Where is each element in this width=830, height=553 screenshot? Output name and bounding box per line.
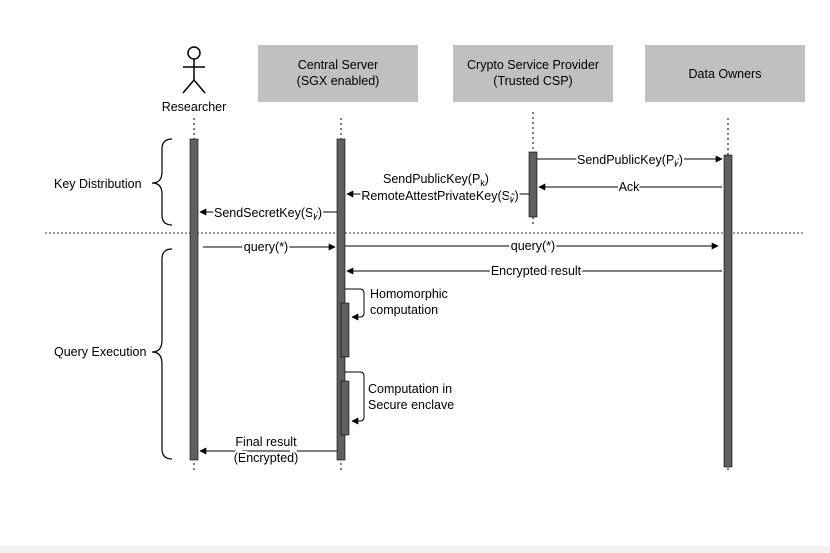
msg-secure-enclave-arrow bbox=[345, 371, 365, 425]
msg-secure-enclave-line1: Computation in bbox=[368, 382, 452, 396]
csp-activation bbox=[528, 151, 538, 218]
data-owners-header: Data Owners bbox=[645, 45, 805, 102]
msg-homomorphic-arrow bbox=[345, 288, 365, 321]
msg-homomorphic-line2: computation bbox=[370, 303, 438, 317]
bottom-strip bbox=[0, 546, 830, 553]
enclave-activation bbox=[340, 380, 350, 436]
csp-title: Crypto Service Provider bbox=[467, 58, 599, 72]
msg-query-to-server-label: query(*) bbox=[244, 240, 288, 254]
query-execution-label: Query Execution bbox=[54, 345, 146, 359]
csp-header: Crypto Service Provider (Trusted CSP) bbox=[453, 45, 613, 102]
msg-send-pk-to-server-label: SendPublicKey(Pk) bbox=[383, 172, 489, 188]
query-execution-brace bbox=[151, 248, 173, 460]
researcher-activation bbox=[189, 138, 199, 461]
msg-ack-label: Ack bbox=[619, 180, 641, 194]
msg-encrypted-result-label: Encrypted result bbox=[491, 264, 582, 278]
key-distribution-brace bbox=[151, 138, 173, 226]
msg-send-pk-to-owners-label: SendPublicKey(Pk) bbox=[577, 153, 683, 169]
server-activation bbox=[336, 138, 346, 461]
actor-head-icon bbox=[187, 46, 201, 60]
researcher-actor: Researcher bbox=[162, 46, 227, 114]
data-owners-title: Data Owners bbox=[689, 67, 762, 81]
msg-remote-attest-label: RemoteAttestPrivateKey(Sk) bbox=[361, 189, 518, 205]
key-distribution-label: Key Distribution bbox=[54, 177, 142, 191]
msg-final-result-line1: Final result bbox=[235, 435, 297, 449]
homomorphic-activation bbox=[340, 302, 350, 358]
msg-final-result-line2: (Encrypted) bbox=[234, 451, 299, 465]
msg-homomorphic-line1: Homomorphic bbox=[370, 287, 448, 301]
central-server-header: Central Server (SGX enabled) bbox=[258, 45, 418, 102]
msg-send-secret-key-label: SendSecretKey(Sk) bbox=[214, 206, 322, 222]
central-server-title: Central Server bbox=[298, 58, 379, 72]
csp-subtitle: (Trusted CSP) bbox=[493, 74, 572, 88]
central-server-subtitle: (SGX enabled) bbox=[297, 74, 380, 88]
owners-activation bbox=[723, 154, 733, 468]
msg-query-to-owners-label: query(*) bbox=[511, 239, 555, 253]
msg-secure-enclave-line2: Secure enclave bbox=[368, 398, 454, 412]
researcher-label: Researcher bbox=[162, 100, 227, 114]
